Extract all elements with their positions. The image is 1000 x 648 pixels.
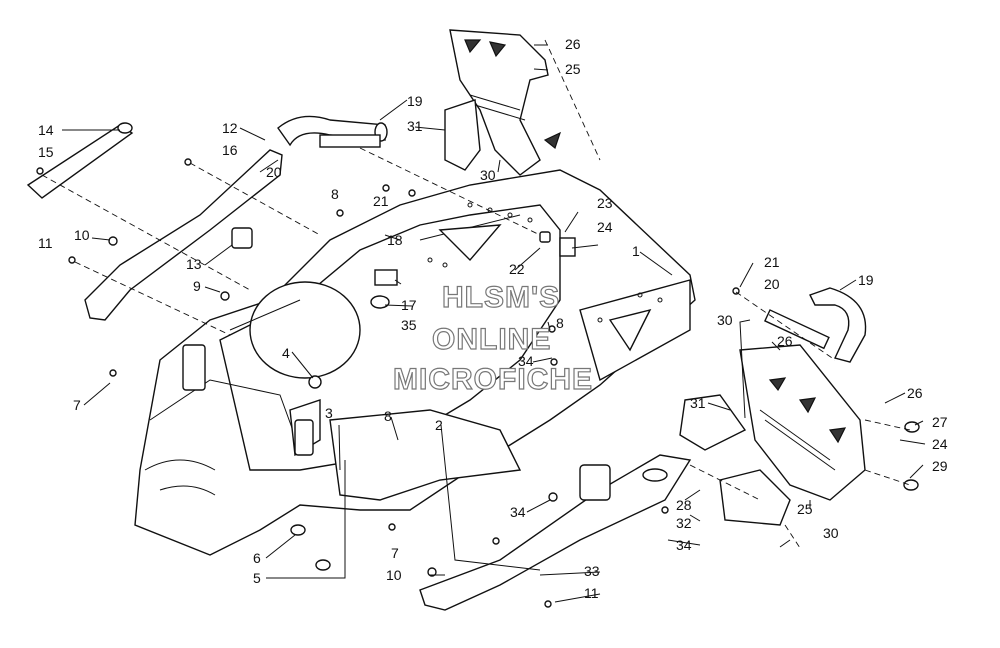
callout-20a: 20	[266, 164, 282, 180]
callout-24a: 24	[597, 219, 613, 235]
watermark-line-1: HLSM'S	[442, 281, 560, 314]
running-board-lower	[419, 454, 692, 611]
callout-16: 16	[222, 142, 238, 158]
right-grab-handle	[809, 287, 867, 363]
part-4-grommet	[308, 375, 322, 389]
part-9-nut	[220, 291, 230, 301]
callout-27: 27	[932, 414, 948, 430]
main-chassis-frame	[134, 169, 696, 556]
callout-24b: 24	[932, 436, 948, 452]
callout-8b: 8	[556, 315, 564, 331]
callout-15: 15	[38, 144, 54, 160]
leader-lines	[62, 44, 926, 603]
running-board-bracket	[579, 464, 611, 501]
callout-26a: 26	[565, 36, 581, 52]
explode-lines	[41, 39, 911, 549]
callout-18: 18	[387, 232, 403, 248]
upper-rail-left	[84, 149, 283, 321]
callout-7b: 7	[391, 545, 399, 561]
handle-tube-left	[26, 124, 134, 199]
callout-21a: 21	[373, 193, 389, 209]
right-spacer-tube	[763, 309, 830, 350]
callout-34a: 34	[518, 353, 534, 369]
frame-post-left	[182, 344, 206, 391]
callout-31a: 31	[407, 118, 423, 134]
callout-3: 3	[325, 405, 333, 421]
callout-1: 1	[632, 243, 640, 259]
top-bracket-assembly	[444, 29, 562, 176]
callout-11a: 11	[38, 235, 53, 251]
watermark-line-2: ONLINE	[432, 323, 551, 356]
callout-19b: 19	[858, 272, 874, 288]
callout-2: 2	[435, 417, 443, 433]
part-29-cap	[903, 479, 919, 491]
callout-22: 22	[509, 261, 525, 277]
part-23-plate	[559, 237, 576, 257]
arrow-marker	[543, 131, 562, 150]
callout-8c: 8	[384, 408, 392, 424]
callout-30b: 30	[717, 312, 733, 328]
callout-26c: 26	[907, 385, 923, 401]
callout-5: 5	[253, 570, 261, 586]
callout-23: 23	[597, 195, 613, 211]
callout-labels: 14 15 12 16 10 11 13 9 4 7 3 6 5 7 10 19…	[38, 36, 948, 601]
callout-13: 13	[186, 256, 202, 272]
callout-20b: 20	[764, 276, 780, 292]
right-bracket-assembly	[679, 344, 920, 526]
part-13-block	[231, 227, 253, 249]
callout-21b: 21	[764, 254, 780, 270]
callout-33: 33	[584, 563, 600, 579]
callout-32: 32	[676, 515, 692, 531]
callout-7a: 7	[73, 397, 81, 413]
callout-34c: 34	[676, 537, 692, 553]
frame-post-right	[294, 419, 314, 456]
callout-12: 12	[222, 120, 238, 136]
top-spacer-tube	[319, 134, 381, 148]
part-5-washer	[315, 559, 331, 571]
hardware-items	[36, 158, 740, 608]
top-grab-handle	[277, 115, 386, 147]
part-17-clip	[374, 269, 398, 286]
callout-10b: 10	[386, 567, 402, 583]
part-6-washer	[290, 524, 306, 536]
callout-25b: 25	[797, 501, 813, 517]
triangle-cutout-2	[608, 308, 652, 352]
callout-14: 14	[38, 122, 54, 138]
triangle-cutout	[438, 224, 502, 262]
callout-4: 4	[282, 345, 290, 361]
callout-26b: 26	[777, 333, 793, 349]
callout-29: 29	[932, 458, 948, 474]
callout-10a: 10	[74, 227, 90, 243]
callout-35: 35	[401, 317, 417, 333]
callout-17: 17	[401, 297, 417, 313]
frame-opening	[249, 281, 361, 379]
callout-8a: 8	[331, 186, 339, 202]
callout-30c: 30	[823, 525, 839, 541]
callout-28: 28	[676, 497, 692, 513]
part-22-nut	[539, 231, 551, 243]
watermark-line-3: MICROFICHE	[393, 363, 593, 396]
callout-11b: 11	[584, 585, 599, 601]
callout-25a: 25	[565, 61, 581, 77]
part-35-grommet	[370, 295, 390, 309]
callout-19a: 19	[407, 93, 423, 109]
callout-31b: 31	[690, 395, 706, 411]
callout-9: 9	[193, 278, 201, 294]
watermark: HLSM'S ONLINE MICROFICHE	[392, 280, 593, 396]
callout-30a: 30	[480, 167, 496, 183]
callout-6: 6	[253, 550, 261, 566]
callout-34b: 34	[510, 504, 526, 520]
